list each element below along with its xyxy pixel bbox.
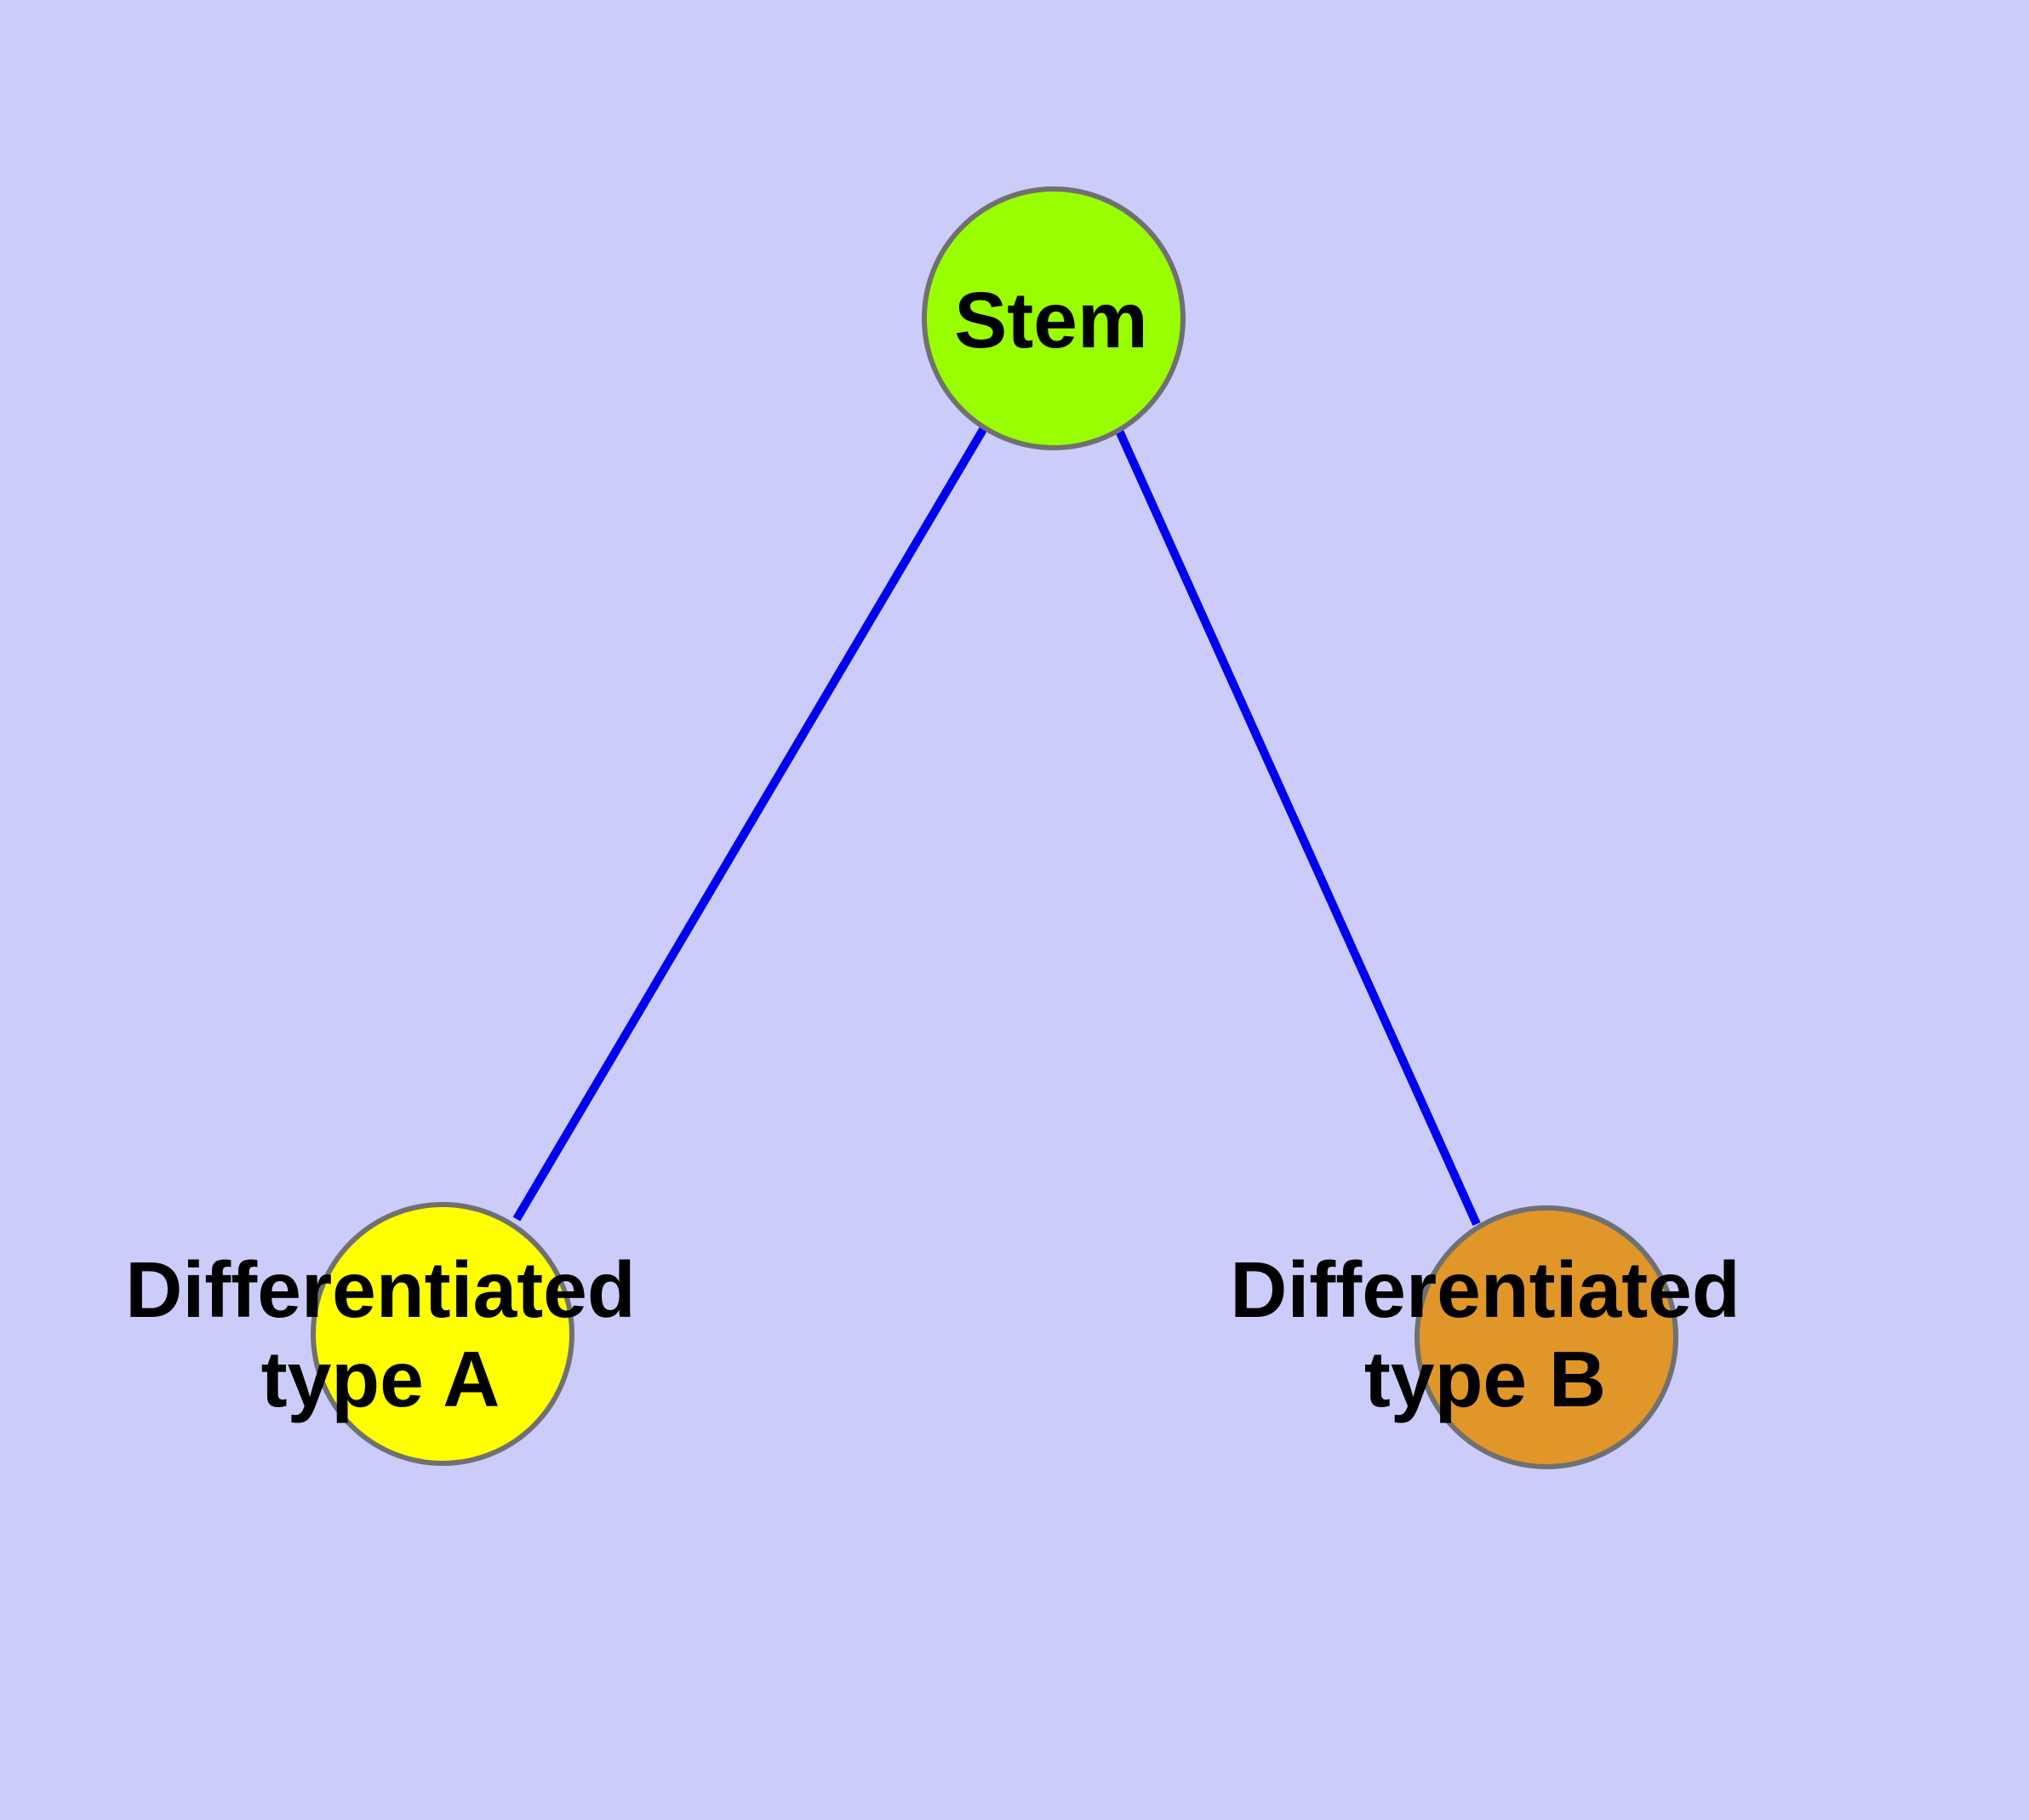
- edge-stem-to-diff-b[interactable]: [1115, 428, 1481, 1227]
- node-label-line: Differentiated: [125, 1245, 635, 1334]
- node-label-line: type A: [261, 1335, 500, 1423]
- edge-stem-to-diff-a[interactable]: [512, 426, 988, 1222]
- node-label-line: Stem: [954, 276, 1147, 364]
- node-label-line: type B: [1364, 1335, 1606, 1423]
- node-stem[interactable]: [922, 186, 1186, 450]
- node-label-line: Differentiated: [1230, 1245, 1740, 1334]
- edges-layer: [512, 426, 1481, 1227]
- node-diff-a[interactable]: [311, 1202, 574, 1466]
- node-label-stem: Stem: [954, 276, 1147, 364]
- nodes-layer: [311, 186, 1678, 1469]
- node-diff-b[interactable]: [1415, 1205, 1678, 1469]
